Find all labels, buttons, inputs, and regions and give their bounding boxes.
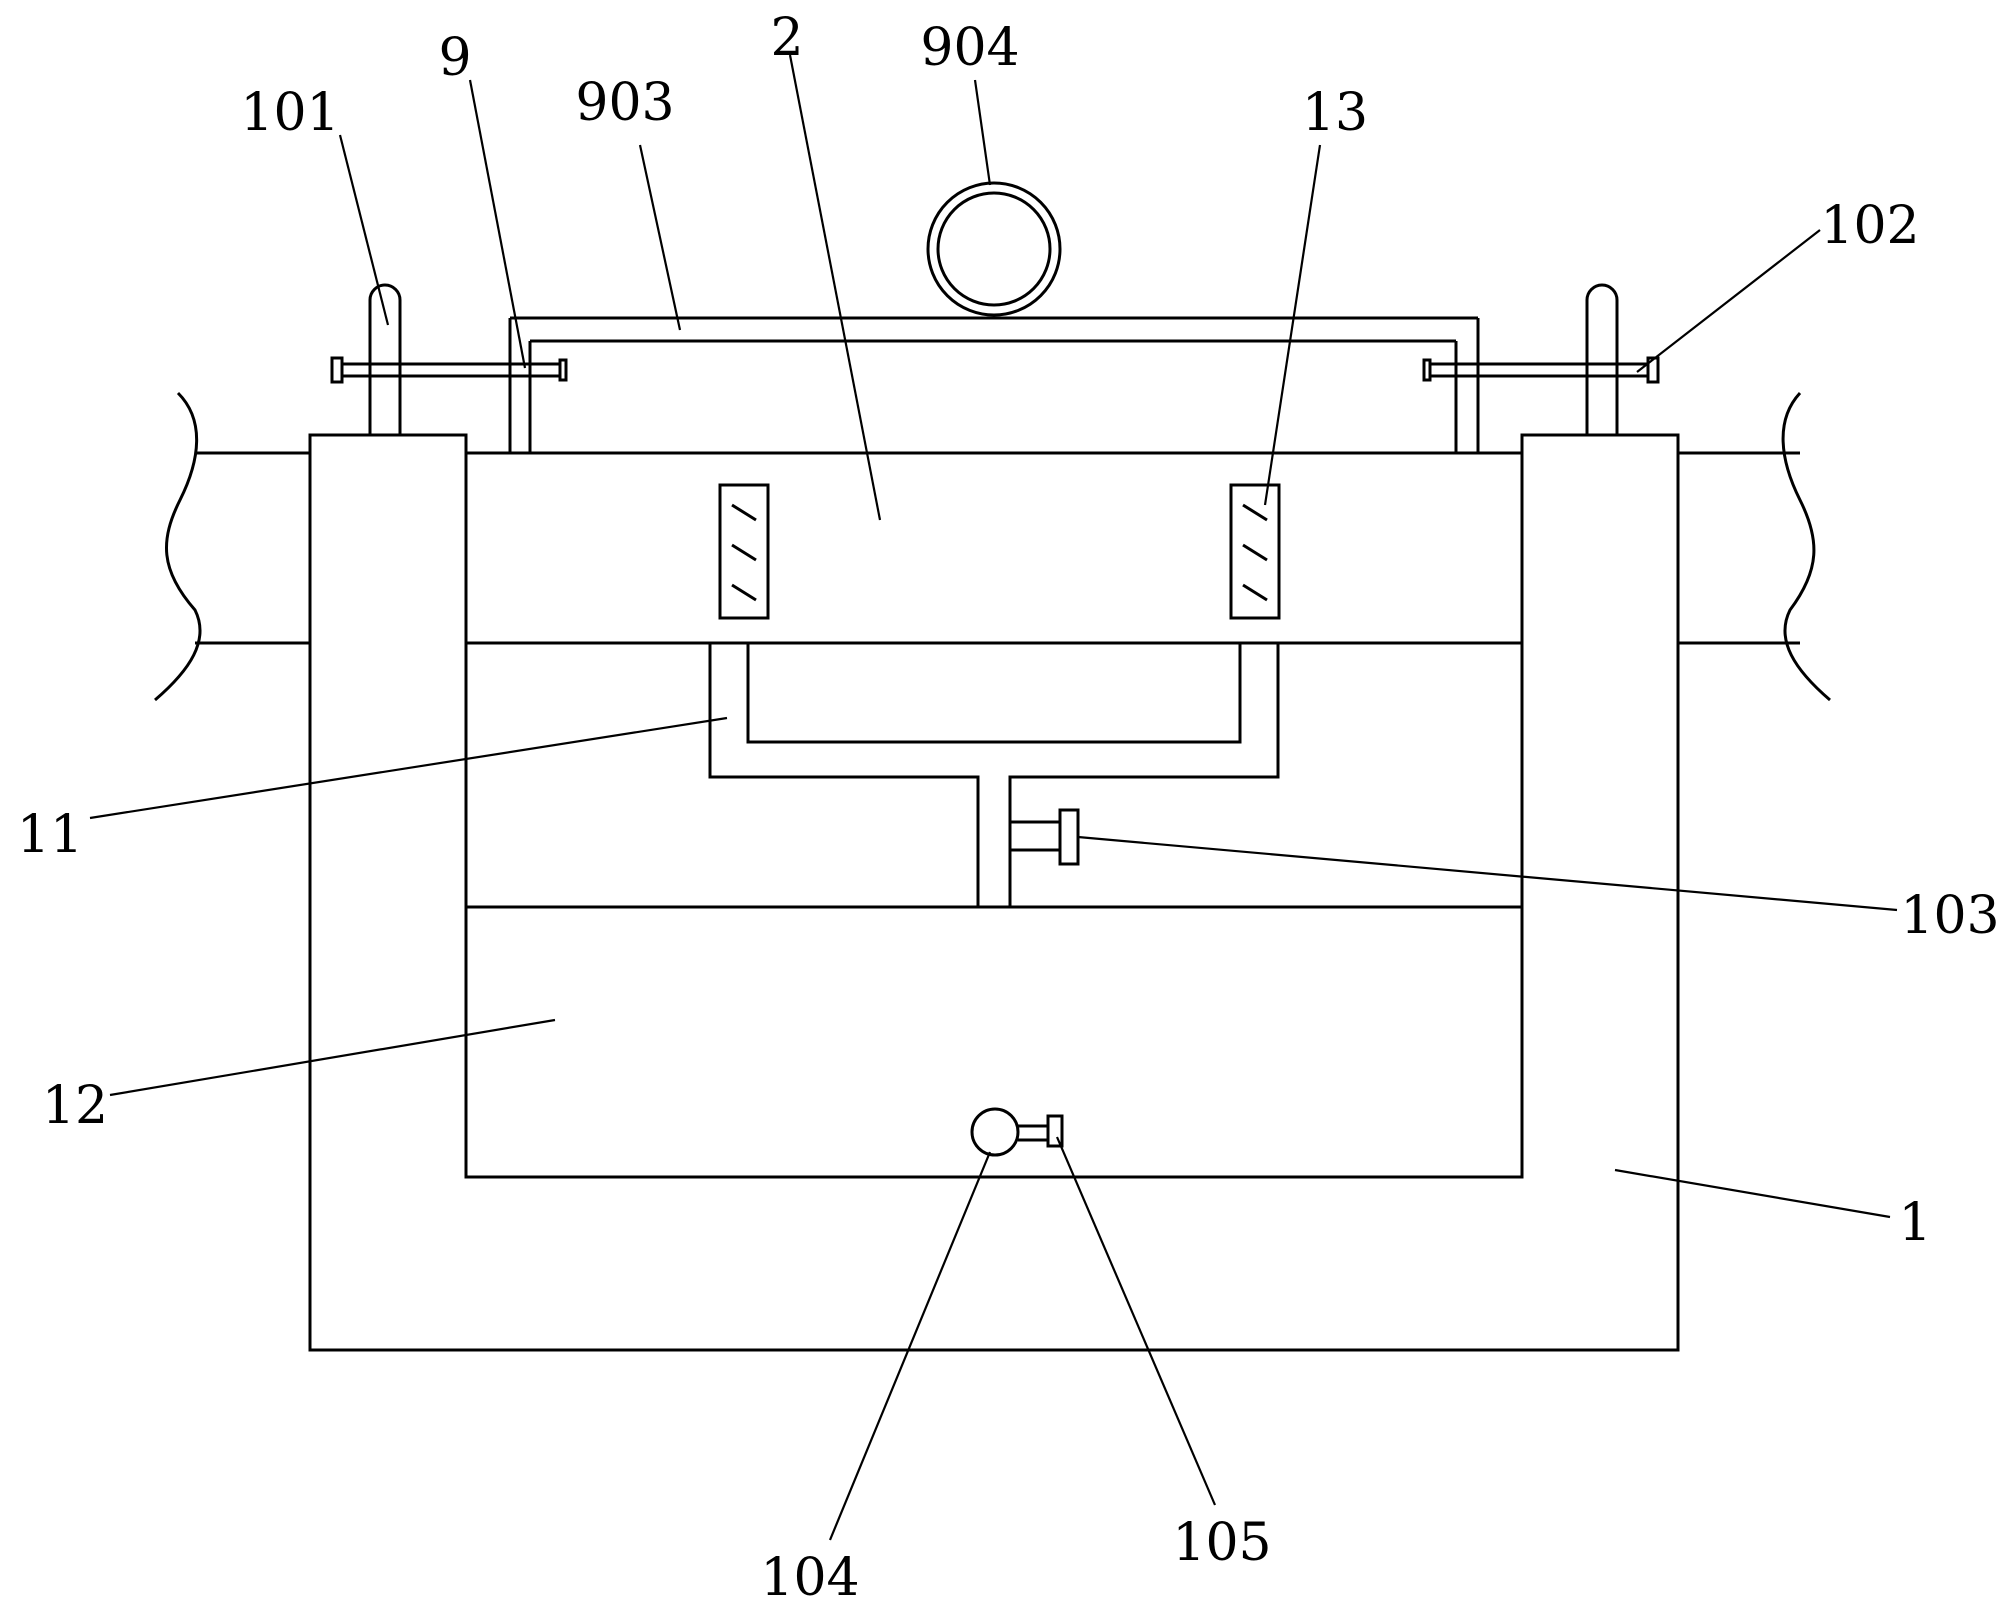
label-1: 1 bbox=[1898, 1193, 1931, 1253]
valve-103 bbox=[1010, 808, 1080, 866]
label-103: 103 bbox=[1900, 886, 1999, 946]
break-lines bbox=[154, 391, 1831, 702]
tray bbox=[708, 643, 1280, 907]
drain-valve bbox=[970, 1107, 1064, 1157]
label-12: 12 bbox=[42, 1076, 108, 1136]
sight-windows bbox=[718, 483, 1281, 620]
label-11: 11 bbox=[17, 805, 83, 865]
leader-lines bbox=[89, 54, 1898, 1541]
upper-block bbox=[466, 451, 1522, 645]
label-904: 904 bbox=[920, 18, 1019, 78]
lifting-ring bbox=[926, 181, 1062, 317]
handles bbox=[368, 283, 1619, 435]
label-13: 13 bbox=[1302, 83, 1368, 143]
label-2: 2 bbox=[770, 8, 803, 68]
label-105: 105 bbox=[1172, 1513, 1271, 1573]
pipe bbox=[195, 451, 1800, 645]
housing bbox=[308, 433, 1680, 1352]
label-102: 102 bbox=[1820, 196, 1919, 256]
label-104: 104 bbox=[760, 1548, 859, 1603]
label-101: 101 bbox=[240, 83, 339, 143]
label-903: 903 bbox=[575, 73, 674, 133]
top-frame bbox=[508, 316, 1480, 453]
label-9: 9 bbox=[438, 28, 471, 88]
